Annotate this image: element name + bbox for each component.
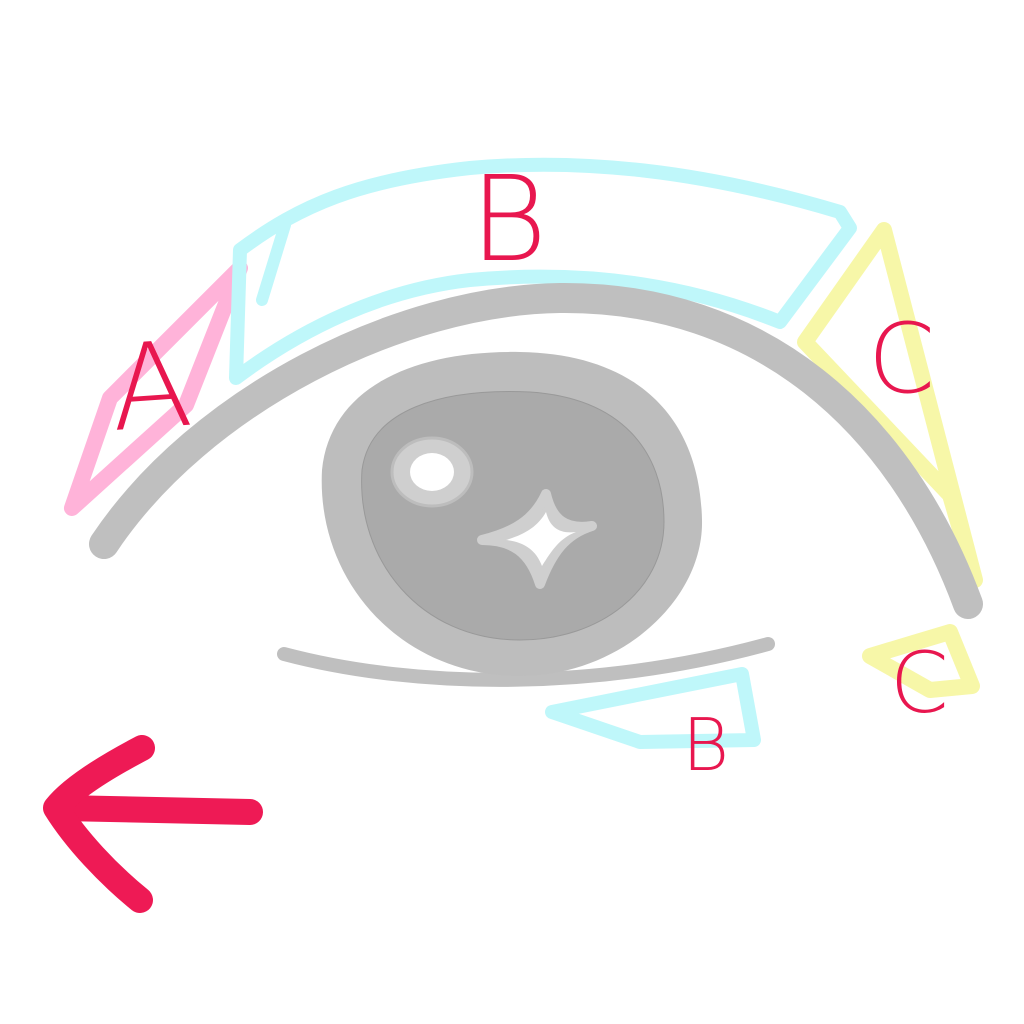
label-zone-c-lower: C [890,634,949,732]
label-zone-b-lower: B [682,703,729,787]
label-zone-a: A [106,315,196,458]
upper-eyelid-line [89,282,983,619]
lower-lash-line [277,637,775,687]
zone-c-lower-region [862,624,980,698]
zone-b-upper-region [229,157,857,385]
label-zone-c-outer: C [868,303,935,415]
iris [321,351,703,676]
zone-c-outer-region [797,222,983,588]
left-arrow-icon [43,735,263,913]
zone-b-lower-region [545,667,761,749]
label-zone-b-upper: B [470,150,547,288]
